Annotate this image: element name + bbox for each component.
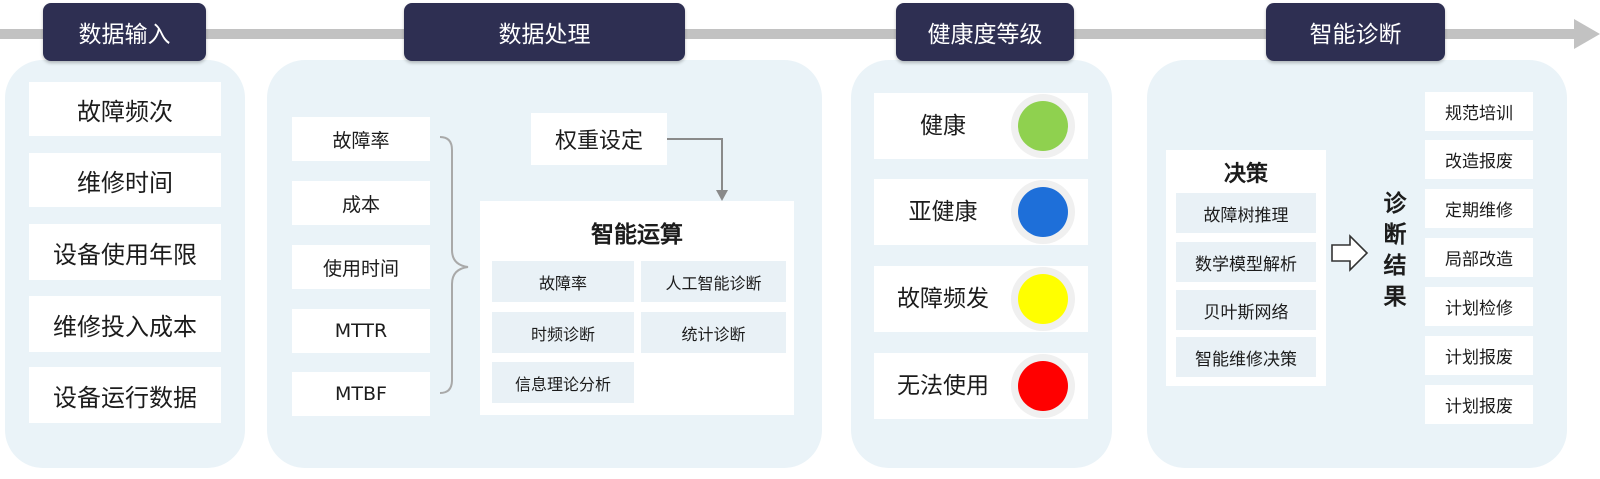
health-level-label: 故障频发	[897, 286, 989, 312]
result-item: 计划报废	[1425, 385, 1533, 424]
flow-line	[0, 29, 1578, 39]
diagnosis-result-label: 诊断结果	[1383, 191, 1407, 310]
health-dot-icon	[1018, 101, 1068, 151]
param-item: 故障率	[292, 117, 430, 161]
input-item: 故障频次	[29, 82, 221, 136]
result-item: 规范培训	[1425, 92, 1533, 131]
decision-item: 数学模型解析	[1176, 242, 1316, 282]
flow-arrow-head-icon	[1574, 19, 1600, 49]
input-item: 维修时间	[29, 153, 221, 207]
health-level-label: 亚健康	[908, 199, 978, 225]
arrow-right-icon	[1331, 234, 1369, 272]
compute-method: 时频诊断	[492, 312, 634, 353]
compute-method: 信息理论分析	[492, 362, 634, 403]
brace-connector	[439, 136, 728, 394]
health-level-label: 无法使用	[897, 373, 989, 399]
tab-health-level: 健康度等级	[896, 3, 1074, 61]
tab-data-input: 数据输入	[43, 3, 206, 61]
param-item: 使用时间	[292, 245, 430, 289]
input-item: 设备运行数据	[29, 367, 221, 423]
health-level-label: 健康	[920, 113, 966, 139]
result-item: 改造报废	[1425, 140, 1533, 179]
health-dot-icon	[1018, 361, 1068, 411]
result-item: 计划报废	[1425, 336, 1533, 375]
decision-title: 决策	[1223, 162, 1268, 187]
decision-item: 智能维修决策	[1176, 337, 1316, 377]
health-dot-icon	[1018, 274, 1068, 324]
compute-method: 人工智能诊断	[641, 261, 786, 302]
decision-item: 贝叶斯网络	[1176, 290, 1316, 330]
result-item: 计划检修	[1425, 287, 1533, 326]
compute-method: 故障率	[492, 261, 634, 302]
input-item: 设备使用年限	[29, 224, 221, 280]
param-item: MTTR	[292, 309, 430, 353]
weight-setting-box: 权重设定	[531, 113, 667, 165]
input-item: 维修投入成本	[29, 296, 221, 352]
tab-smart-diagnosis: 智能诊断	[1266, 3, 1445, 61]
smart-compute-title: 智能运算	[591, 222, 683, 248]
tab-data-processing: 数据处理	[404, 3, 685, 61]
param-item: MTBF	[292, 372, 430, 416]
decision-item: 故障树推理	[1176, 193, 1316, 233]
result-item: 定期维修	[1425, 189, 1533, 228]
compute-method: 统计诊断	[641, 312, 786, 353]
result-item: 局部改造	[1425, 238, 1533, 277]
health-dot-icon	[1018, 187, 1068, 237]
param-item: 成本	[292, 181, 430, 225]
